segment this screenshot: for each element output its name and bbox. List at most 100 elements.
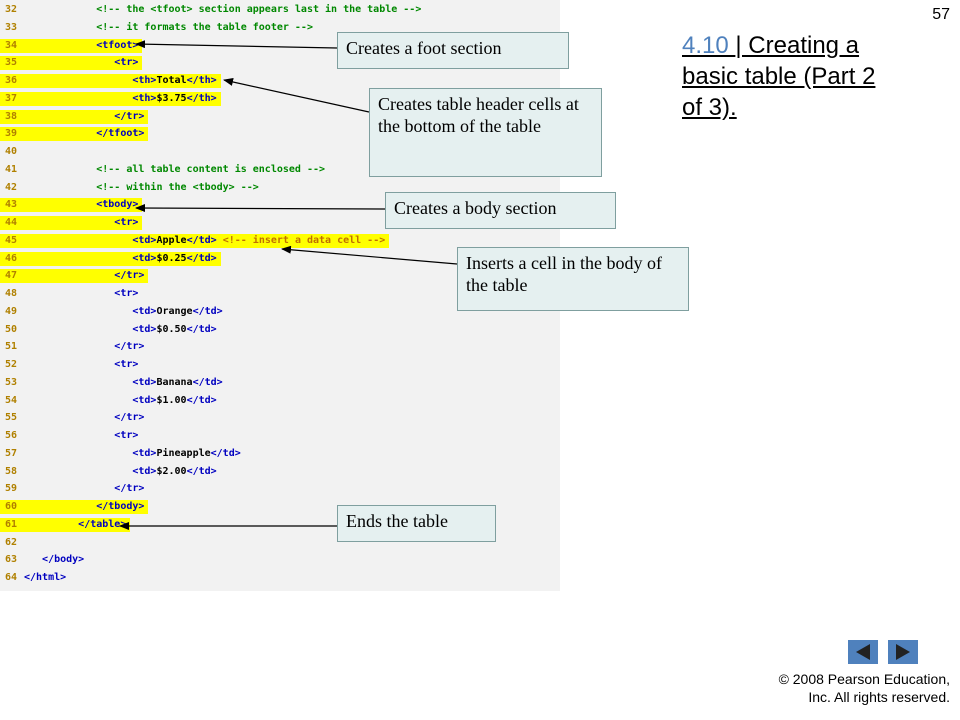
slide-title[interactable]: 4.10 | Creating a basic table (Part 2 of… xyxy=(682,30,882,123)
callout-header-cells: Creates table header cells at the bottom… xyxy=(369,88,602,177)
code-text: <th>Total</th> xyxy=(132,72,216,90)
line-number: 58 xyxy=(5,465,18,477)
line-number: 36 xyxy=(5,75,18,86)
code-line: 61 </table> xyxy=(0,516,560,534)
line-highlight xyxy=(0,38,143,53)
code-text: <tfoot> xyxy=(96,37,138,55)
line-highlight xyxy=(0,500,149,514)
line-number: 52 xyxy=(5,359,18,370)
code-token: $3.75 xyxy=(156,92,187,104)
code-text: <!-- within the <tbody> --> xyxy=(96,179,259,197)
line-number: 49 xyxy=(5,305,18,317)
code-line: 41 <!-- all table content is enclosed --> xyxy=(0,161,560,179)
page-number: 57 xyxy=(932,6,950,23)
line-highlight xyxy=(0,269,149,284)
code-token: Orange xyxy=(156,305,193,317)
line-number: 62 xyxy=(5,536,18,548)
code-token: </tfoot> xyxy=(96,128,145,140)
line-highlight xyxy=(0,127,149,142)
code-token: Pineapple xyxy=(156,447,211,459)
code-token: </td> xyxy=(186,323,217,335)
code-token: </tr> xyxy=(114,110,145,122)
line-number: 34 xyxy=(5,39,18,51)
code-line: 64</html> xyxy=(0,569,560,587)
code-token: Apple xyxy=(156,234,187,246)
code-text: <tr> xyxy=(114,427,138,445)
code-text: <tr> xyxy=(114,285,138,303)
line-highlight xyxy=(0,233,390,248)
code-token: $0.50 xyxy=(156,323,187,335)
code-token: </td> xyxy=(186,252,217,264)
code-token: </tr> xyxy=(114,412,145,424)
code-line: 63 </body> xyxy=(0,551,560,569)
line-number: 60 xyxy=(5,501,18,512)
callout-insert-cell: Inserts a cell in the body of the table xyxy=(457,247,689,311)
code-text: <!-- all table content is enclosed --> xyxy=(96,161,325,179)
prev-arrow-icon xyxy=(856,644,870,660)
code-text: </tbody> xyxy=(96,498,144,516)
code-line: 34 <tfoot> xyxy=(0,37,560,55)
code-line: 53<td>Banana</td> xyxy=(0,374,560,392)
code-line: 59</tr> xyxy=(0,480,560,498)
code-token: <th> xyxy=(132,75,157,86)
next-slide-button[interactable] xyxy=(888,640,918,664)
code-line: 60 </tbody> xyxy=(0,498,560,516)
code-token: <tr> xyxy=(114,359,139,370)
code-token: <tr> xyxy=(114,217,139,228)
next-arrow-icon xyxy=(896,644,910,660)
code-text: </table> xyxy=(78,516,126,534)
code-line: 37<th>$3.75</th> xyxy=(0,90,560,108)
code-token: <!-- within the <tbody> --> xyxy=(96,181,259,193)
copyright-notice: © 2008 Pearson Education, Inc. All right… xyxy=(779,670,950,706)
code-line: 40 xyxy=(0,143,560,161)
code-token: </tr> xyxy=(114,483,145,495)
code-line: 38</tr> xyxy=(0,108,560,126)
code-line: 44<tr> xyxy=(0,214,560,232)
copyright-line-2: Inc. All rights reserved. xyxy=(808,689,950,705)
code-text: <th>$3.75</th> xyxy=(132,90,216,108)
line-number: 63 xyxy=(5,554,18,566)
code-token: <tfoot> xyxy=(96,39,139,51)
code-line: 45<td>Apple</td> <!-- insert a data cell… xyxy=(0,232,560,250)
code-token: <td> xyxy=(132,447,157,459)
code-text: <td>$1.00</td> xyxy=(132,392,216,410)
code-token: $0.25 xyxy=(156,252,187,264)
code-line: 56<tr> xyxy=(0,427,560,445)
code-token: </th> xyxy=(186,92,217,104)
code-token: </body> xyxy=(42,554,85,566)
code-text: <td>Pineapple</td> xyxy=(132,445,240,463)
code-line: 49<td>Orange</td> xyxy=(0,303,560,321)
line-number: 61 xyxy=(5,518,18,530)
code-line: 36 <th>Total</th> xyxy=(0,72,560,90)
code-text: </html> xyxy=(24,569,66,587)
code-line: 57<td>Pineapple</td> xyxy=(0,445,560,463)
code-line: 54<td>$1.00</td> xyxy=(0,392,560,410)
line-number: 35 xyxy=(5,57,18,69)
line-highlight xyxy=(0,251,221,266)
code-line: 47 </tr> xyxy=(0,267,560,285)
previous-slide-button[interactable] xyxy=(848,640,878,664)
code-line: 55</tr> xyxy=(0,409,560,427)
line-number: 48 xyxy=(5,288,18,299)
line-highlight xyxy=(0,91,221,106)
line-number: 53 xyxy=(5,376,18,388)
section-number-link[interactable]: 4.10 xyxy=(682,32,736,59)
callout-body-section: Creates a body section xyxy=(385,192,616,229)
code-token: <td> xyxy=(132,376,157,388)
code-line: 33<!-- it formats the table footer --> xyxy=(0,19,560,37)
code-text: <!-- it formats the table footer --> xyxy=(96,19,313,37)
code-token: </td> xyxy=(210,447,241,459)
copyright-line-1: © 2008 Pearson Education, xyxy=(778,671,950,687)
code-text: </tr> xyxy=(114,267,144,285)
code-token: Total xyxy=(156,75,187,86)
line-number: 42 xyxy=(5,181,18,193)
code-token: <!-- insert a data cell --> xyxy=(216,234,386,246)
code-token: $1.00 xyxy=(156,394,187,406)
line-number: 41 xyxy=(5,163,18,175)
line-number: 47 xyxy=(5,270,18,282)
code-token: </td> xyxy=(186,394,217,406)
line-number: 46 xyxy=(5,252,18,264)
code-text: </tr> xyxy=(114,108,144,126)
line-highlight xyxy=(0,109,149,124)
code-text: <td>$0.25</td> xyxy=(132,250,216,268)
